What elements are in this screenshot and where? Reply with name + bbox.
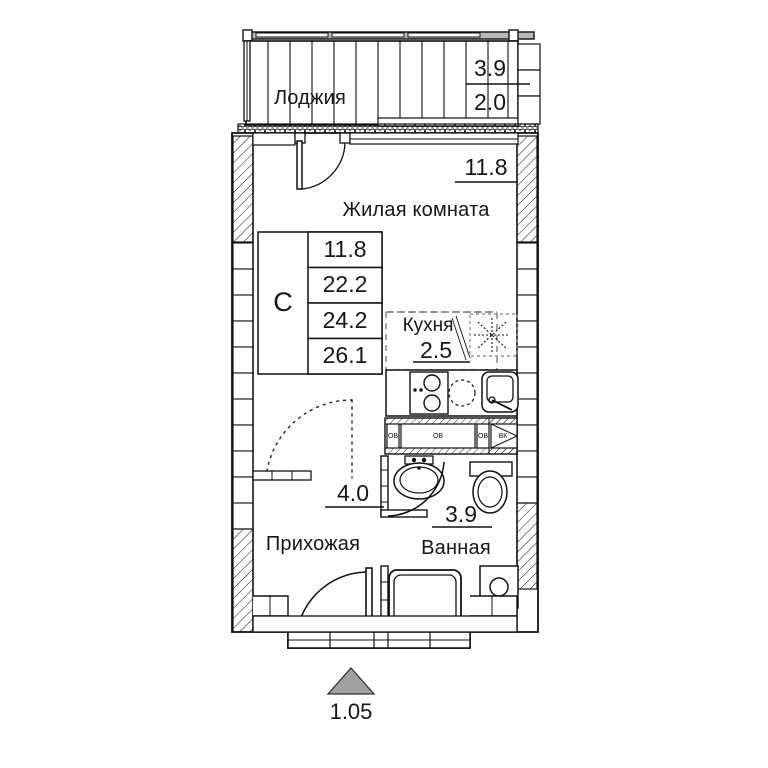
area-underlines	[325, 83, 530, 528]
room-label-kitchen: Кухня	[402, 315, 454, 336]
right-wall-blocks	[516, 242, 538, 504]
interior-partitions	[252, 399, 518, 649]
room-label-loggia: Лоджия	[273, 87, 347, 109]
bathroom-sink-icon	[393, 455, 445, 500]
room-label-bathroom: Ванная	[421, 537, 491, 559]
kitchen-area-value: 2.5	[420, 337, 452, 363]
shaft-label-2: ОВ	[432, 433, 444, 440]
balcony-door-group	[252, 132, 519, 190]
loggia-area-value: 3.9	[474, 55, 506, 81]
bathroom-area-value: 3.9	[445, 501, 477, 527]
shaft-label-4: ВК	[498, 433, 508, 440]
toilet-icon	[469, 461, 513, 514]
level-marker-triangle-icon	[326, 667, 376, 695]
utility-shaft-row	[384, 417, 518, 455]
loggia-reduced-area-value: 2.0	[474, 89, 506, 115]
loggia-structure	[242, 29, 541, 127]
summary-table-value-2: 22.2	[322, 271, 368, 297]
summary-table-value-1: 11.8	[323, 236, 367, 262]
left-wall-blocks	[232, 242, 254, 530]
summary-table-value-3: 24.2	[322, 307, 368, 333]
shaft-label-3: ОВ	[477, 433, 489, 440]
summary-table-value-4: 26.1	[322, 342, 368, 368]
summary-table-letter: С	[273, 287, 293, 317]
room-label-living-room: Жилая комната	[342, 199, 490, 221]
hallway-area-value: 4.0	[337, 480, 369, 506]
radiator-icon	[252, 470, 312, 481]
shaft-label-1: ОВ	[387, 433, 399, 440]
living-room-area-value: 11.8	[464, 154, 508, 180]
loggia-right-wall-blocks	[517, 43, 541, 125]
kitchen-sink-icon	[481, 371, 519, 413]
room-label-hallway: Прихожая	[265, 533, 361, 555]
level-marker-value: 1.05	[329, 699, 373, 724]
summary-table-frame	[257, 231, 383, 375]
loggia-glazing-mullions	[267, 41, 509, 125]
kitchen-zone	[385, 311, 519, 417]
stove-icon	[409, 371, 449, 415]
ventilation-star-icon	[474, 318, 510, 352]
